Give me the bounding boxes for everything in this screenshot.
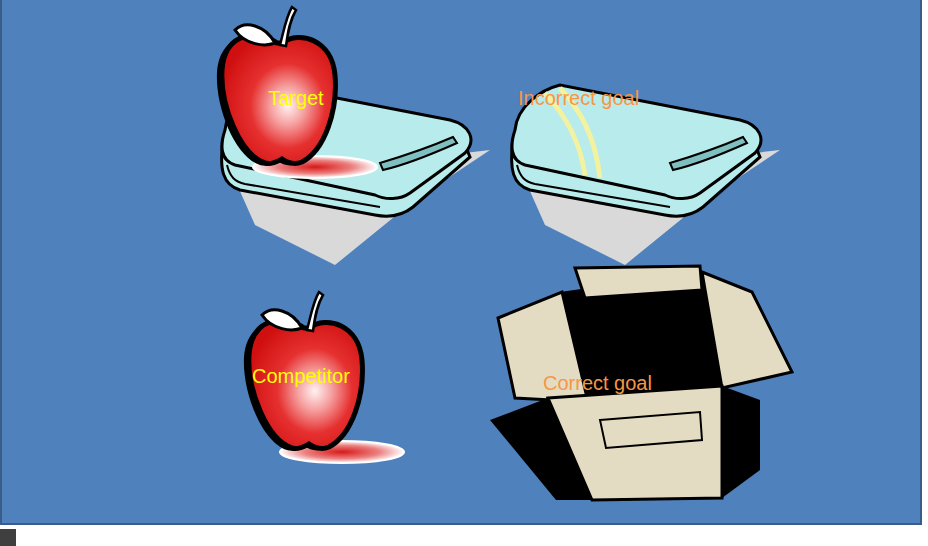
object-label: Correct goal (543, 372, 652, 394)
object-node: Target (215, 5, 485, 265)
apple-stem (280, 7, 296, 46)
towel-slot (670, 137, 747, 170)
towel-illustration (512, 85, 780, 265)
apple-body (222, 35, 336, 163)
apple-stem (307, 292, 323, 331)
box-back-flap (575, 266, 702, 298)
object-node: Incorrect goal (505, 85, 780, 265)
box-right-side (722, 386, 760, 498)
apple-leaf (262, 310, 302, 330)
corner-strip (0, 529, 16, 546)
box-right-flap (702, 272, 792, 388)
apple-illustration (217, 7, 377, 178)
apple-leaf (235, 25, 275, 45)
object-label: Incorrect goal (518, 87, 639, 109)
object-label: Target (268, 87, 324, 109)
object-node: Competitor (245, 290, 415, 465)
object-node: Correct goal (490, 265, 790, 500)
box-front (548, 386, 722, 500)
apple-body (249, 320, 363, 448)
object-label: Competitor (252, 365, 350, 387)
slide-background (1, 0, 921, 524)
box-front-flap (600, 412, 702, 448)
towel-slot (380, 137, 457, 170)
towel-top-fold (512, 85, 761, 199)
box-illustration (490, 266, 792, 500)
apple-illustration (244, 292, 404, 463)
